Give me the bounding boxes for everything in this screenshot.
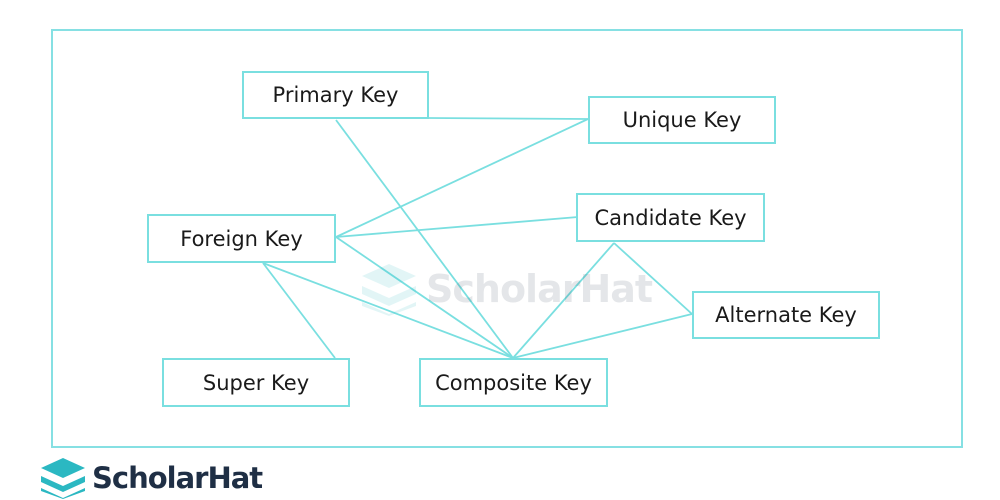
super-key-label: Super Key xyxy=(202,370,310,395)
brand-name: ScholarHat xyxy=(92,461,263,495)
edge-candidate-alternate xyxy=(613,242,693,315)
alternate-key-box: Alternate Key xyxy=(692,291,880,339)
composite-key-label: Composite Key xyxy=(435,370,592,395)
edge-primary-unique xyxy=(427,117,589,120)
edge-composite-alternate xyxy=(512,313,693,359)
watermark-logo-icon xyxy=(362,264,416,316)
composite-key-box: Composite Key xyxy=(419,358,608,407)
edge-foreign-unique xyxy=(335,118,589,238)
watermark-text: ScholarHat xyxy=(426,267,653,311)
edge-candidate-composite xyxy=(512,242,615,359)
alternate-key-label: Alternate Key xyxy=(715,303,857,327)
watermark: ScholarHat xyxy=(360,262,653,316)
candidate-key-box: Candidate Key xyxy=(576,193,765,242)
unique-key-label: Unique Key xyxy=(622,108,742,132)
stacked-layers-logo-icon xyxy=(41,458,85,499)
super-key-box: Super Key xyxy=(162,358,350,407)
unique-key-box: Unique Key xyxy=(588,96,776,144)
foreign-key-box: Foreign Key xyxy=(147,214,336,263)
edge-foreign-super xyxy=(262,262,336,359)
candidate-key-label: Candidate Key xyxy=(594,205,747,230)
primary-key-label: Primary Key xyxy=(272,83,399,107)
edge-foreign-candidate xyxy=(335,216,579,238)
brand-logo: ScholarHat xyxy=(40,457,263,499)
edge-foreign-composite xyxy=(335,236,514,359)
edge-primary-composite xyxy=(335,119,514,359)
foreign-key-label: Foreign Key xyxy=(180,226,303,251)
edge-foreign-composite-2 xyxy=(262,262,514,359)
diagram-frame xyxy=(51,29,963,448)
primary-key-box: Primary Key xyxy=(242,71,429,119)
